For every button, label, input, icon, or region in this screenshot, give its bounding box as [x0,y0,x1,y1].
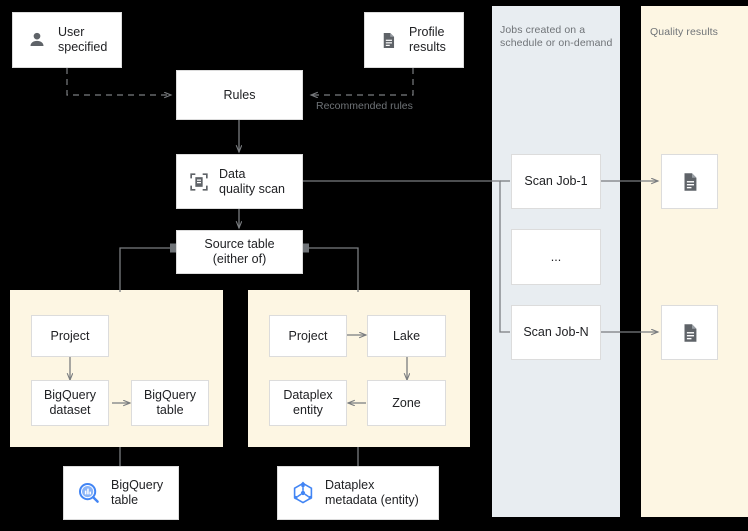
node-user-specified[interactable]: User specified [12,12,122,68]
person-icon [30,32,44,46]
node-label: Zone [392,395,421,410]
node-rules[interactable]: Rules [176,70,303,120]
node-dataplex-zone[interactable]: Zone [367,380,446,426]
node-bigquery-project[interactable]: Project [31,315,109,357]
node-scan-job-n[interactable]: Scan Job-N [511,305,601,360]
node-label: Lake [392,328,421,343]
node-label: Scan Job-1 [524,174,588,188]
quality-results-panel [641,6,748,517]
node-output-bigquery-table[interactable]: BigQuery table [63,466,179,520]
node-bigquery-dataset[interactable]: BigQuery dataset [31,380,109,426]
node-bigquery-table[interactable]: BigQuery table [131,380,209,426]
node-label: Source table (either of) [204,237,275,266]
node-scan-job-ellipsis[interactable]: ... [511,229,601,285]
dataplex-icon [293,481,313,504]
node-result-document-1[interactable] [661,154,718,209]
document-icon [383,32,395,48]
node-label: BigQuery table [111,478,164,507]
node-result-document-2[interactable] [661,305,718,360]
bigquery-icon [79,483,99,503]
document-icon [684,172,696,191]
jobs-panel-label: Jobs created on a schedule or on-demand [500,24,613,49]
node-label: Dataplex entity [283,388,333,417]
node-dataplex-lake[interactable]: Lake [367,315,446,357]
quality-results-panel-label: Quality results [650,26,719,38]
node-scan-job-1[interactable]: Scan Job-1 [511,154,601,209]
node-output-dataplex-metadata[interactable]: Dataplex metadata (entity) [277,466,439,520]
node-label: User specified [58,25,108,54]
node-label: ... [550,249,562,264]
node-dataplex-entity[interactable]: Dataplex entity [269,380,347,426]
node-source-table[interactable]: Source table (either of) [176,230,303,274]
node-label: BigQuery table [143,388,197,417]
node-label: Project [50,328,90,343]
node-profile-results[interactable]: Profile results [364,12,464,68]
node-label: Rules [223,87,256,102]
node-label: Dataplex metadata (entity) [325,478,419,507]
node-label: Profile results [409,25,446,54]
node-label: Scan Job-N [523,325,589,339]
recommended-rules-label: Recommended rules [316,100,413,112]
node-label: BigQuery dataset [43,388,97,417]
node-data-quality-scan[interactable]: Data quality scan [176,154,303,209]
scan-icon [190,172,208,191]
node-dataplex-project[interactable]: Project [269,315,347,357]
document-icon [684,323,696,342]
node-label: Project [288,328,328,343]
node-label: Data quality scan [219,166,286,196]
